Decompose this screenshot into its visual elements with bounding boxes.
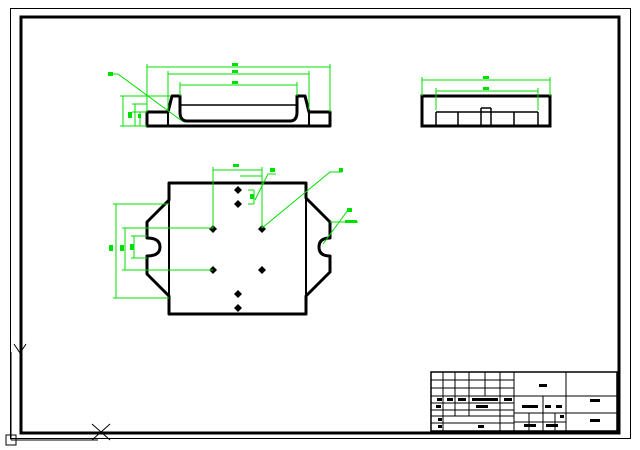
side-view-hidden-lines <box>435 107 539 126</box>
front-view[interactable] <box>108 63 332 128</box>
hole-marker <box>234 304 242 312</box>
front-view-outline <box>145 94 332 128</box>
hole-marker <box>234 186 242 194</box>
ucs-origin-box <box>5 434 17 446</box>
side-view-outline <box>420 94 552 128</box>
sheet-outer-border <box>10 8 631 439</box>
side-view[interactable] <box>420 76 552 128</box>
title-block-text-marks <box>436 384 600 428</box>
side-view-dimension-text <box>483 76 489 90</box>
ucs-x-axis-marker <box>91 423 111 441</box>
drawing-sheet <box>10 8 631 439</box>
hole-marker <box>234 200 242 208</box>
top-view-dimension-text <box>109 164 357 251</box>
title-block[interactable] <box>430 371 618 432</box>
top-view-outline <box>145 181 332 316</box>
top-view[interactable] <box>109 164 358 316</box>
hole-marker <box>209 225 217 233</box>
top-view-chamfer-lines <box>168 198 307 296</box>
title-block-border <box>430 371 618 432</box>
drawing-frame <box>19 15 621 435</box>
front-view-dimensions <box>110 64 331 127</box>
top-view-holes <box>209 186 266 312</box>
ucs-y-axis-marker <box>13 343 27 362</box>
title-block-grid <box>431 372 617 431</box>
front-view-dimension-text <box>108 63 238 118</box>
hole-marker <box>234 290 242 298</box>
hole-marker <box>258 266 266 274</box>
side-view-dimensions <box>421 77 551 110</box>
ucs-icon <box>5 343 111 446</box>
